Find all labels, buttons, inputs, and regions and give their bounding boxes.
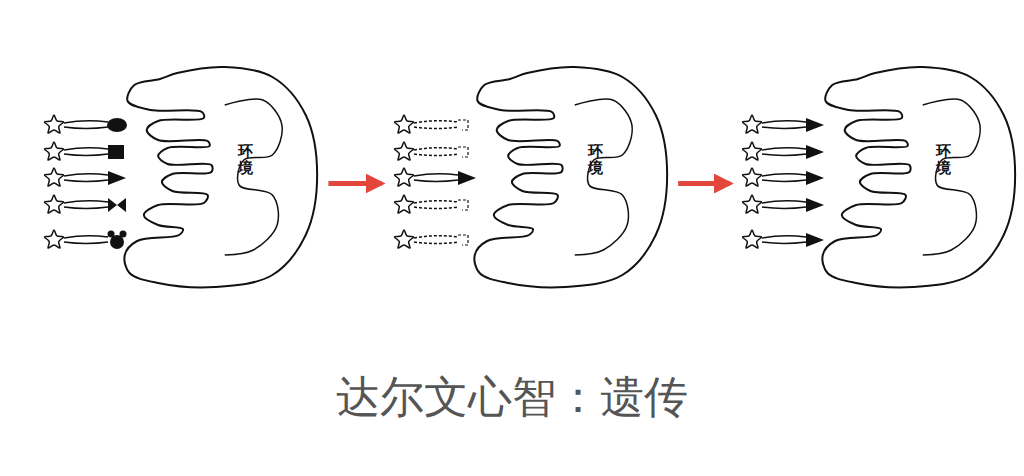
key-shape: [394, 142, 468, 160]
environment-panel: 环境: [40, 60, 320, 295]
environment-panel: 环境: [390, 60, 670, 295]
key-shape: [742, 142, 824, 160]
key-shape: [44, 195, 126, 213]
key-shape: [742, 195, 824, 213]
key-shape: [394, 168, 476, 186]
environment-blob: [474, 67, 667, 287]
key-shape: [394, 115, 468, 133]
environment-blob: [124, 67, 317, 287]
key-shape: [394, 195, 468, 213]
key-shape: [394, 230, 468, 248]
environment-label: 环境: [936, 143, 951, 176]
environment-fold: [575, 99, 632, 255]
key-shape: [742, 230, 824, 248]
environment-outline: [390, 60, 670, 295]
key-shape: [44, 230, 126, 249]
environment-fold: [923, 99, 980, 255]
arrow-connector: [328, 181, 381, 186]
environment-outline: [40, 60, 320, 295]
environment-fold: [225, 99, 282, 255]
key-shape: [44, 115, 127, 133]
environment-label: 环境: [588, 143, 603, 176]
caption: 达尔文心智：遗传: [0, 368, 1024, 427]
environment-outline: [738, 60, 1018, 295]
environment-blob: [822, 67, 1015, 287]
arrow-connector: [678, 181, 730, 186]
key-shape: [44, 168, 126, 186]
environment-label: 环境: [238, 143, 253, 176]
environment-panel: 环境: [738, 60, 1018, 295]
key-shape: [742, 115, 824, 133]
key-shape: [44, 142, 124, 160]
key-shape: [742, 168, 824, 186]
